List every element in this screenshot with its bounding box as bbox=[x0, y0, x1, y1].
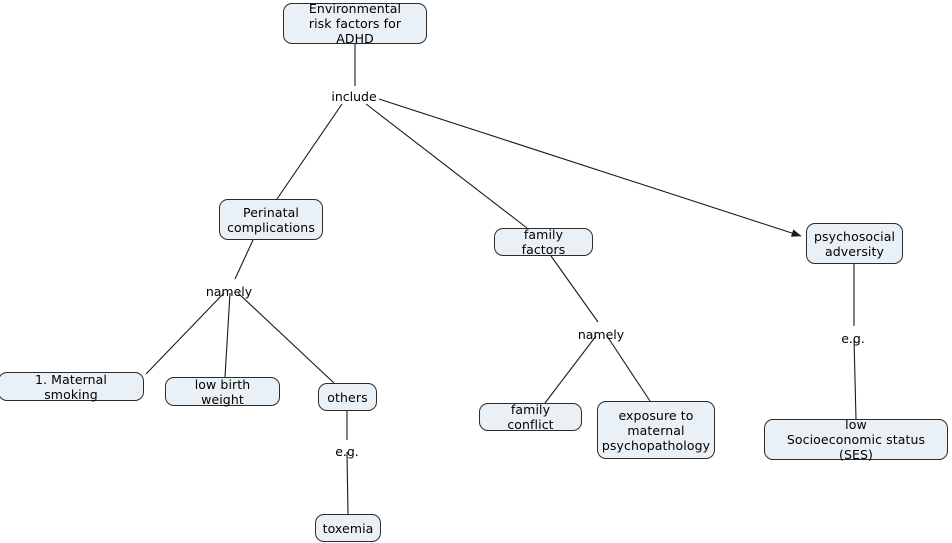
node-psychosocial[interactable]: psychosocial adversity bbox=[806, 223, 903, 264]
node-root[interactable]: Environmental risk factors for ADHD bbox=[283, 1, 427, 46]
node-family-conflict[interactable]: family conflict bbox=[479, 402, 582, 432]
edge-label-include: include bbox=[331, 89, 377, 104]
node-low-ses[interactable]: low Socioeconomic status (SES) bbox=[764, 417, 948, 462]
edge-label-namely-family: namely bbox=[577, 327, 625, 342]
node-perinatal[interactable]: Perinatal complications bbox=[219, 199, 323, 240]
edge-namely-to-low-birth-weight bbox=[224, 292, 231, 378]
node-exposure-maternal-psychopathology[interactable]: exposure to maternal psychopathology bbox=[597, 401, 715, 459]
edge-namely-to-family-conflict bbox=[544, 335, 597, 404]
edge-namely-to-maternal-smoking bbox=[145, 292, 225, 375]
edge-perinatal-to-namely bbox=[234, 239, 254, 280]
node-family-factors[interactable]: family factors bbox=[494, 227, 593, 257]
edge-eg-to-toxemia bbox=[346, 451, 349, 515]
edge-label-namely-perinatal: namely bbox=[205, 284, 253, 299]
node-toxemia[interactable]: toxemia bbox=[315, 514, 381, 542]
edge-label-eg-psychosocial: e.g. bbox=[841, 331, 865, 346]
edge-include-to-psychosocial bbox=[378, 98, 802, 237]
edge-eg-to-low-ses bbox=[853, 338, 857, 420]
node-maternal-smoking[interactable]: 1. Maternal smoking bbox=[0, 372, 144, 402]
node-low-birth-weight[interactable]: low birth weight bbox=[165, 377, 280, 407]
edge-namely-to-exposure bbox=[606, 335, 651, 402]
edge-family-factors-to-namely bbox=[550, 255, 599, 323]
edge-label-eg-others: e.g. bbox=[335, 444, 359, 459]
node-others[interactable]: others bbox=[318, 383, 377, 411]
edge-include-to-family-factors bbox=[365, 103, 528, 229]
edge-include-to-perinatal bbox=[276, 103, 343, 200]
edge-namely-to-others bbox=[237, 292, 335, 384]
